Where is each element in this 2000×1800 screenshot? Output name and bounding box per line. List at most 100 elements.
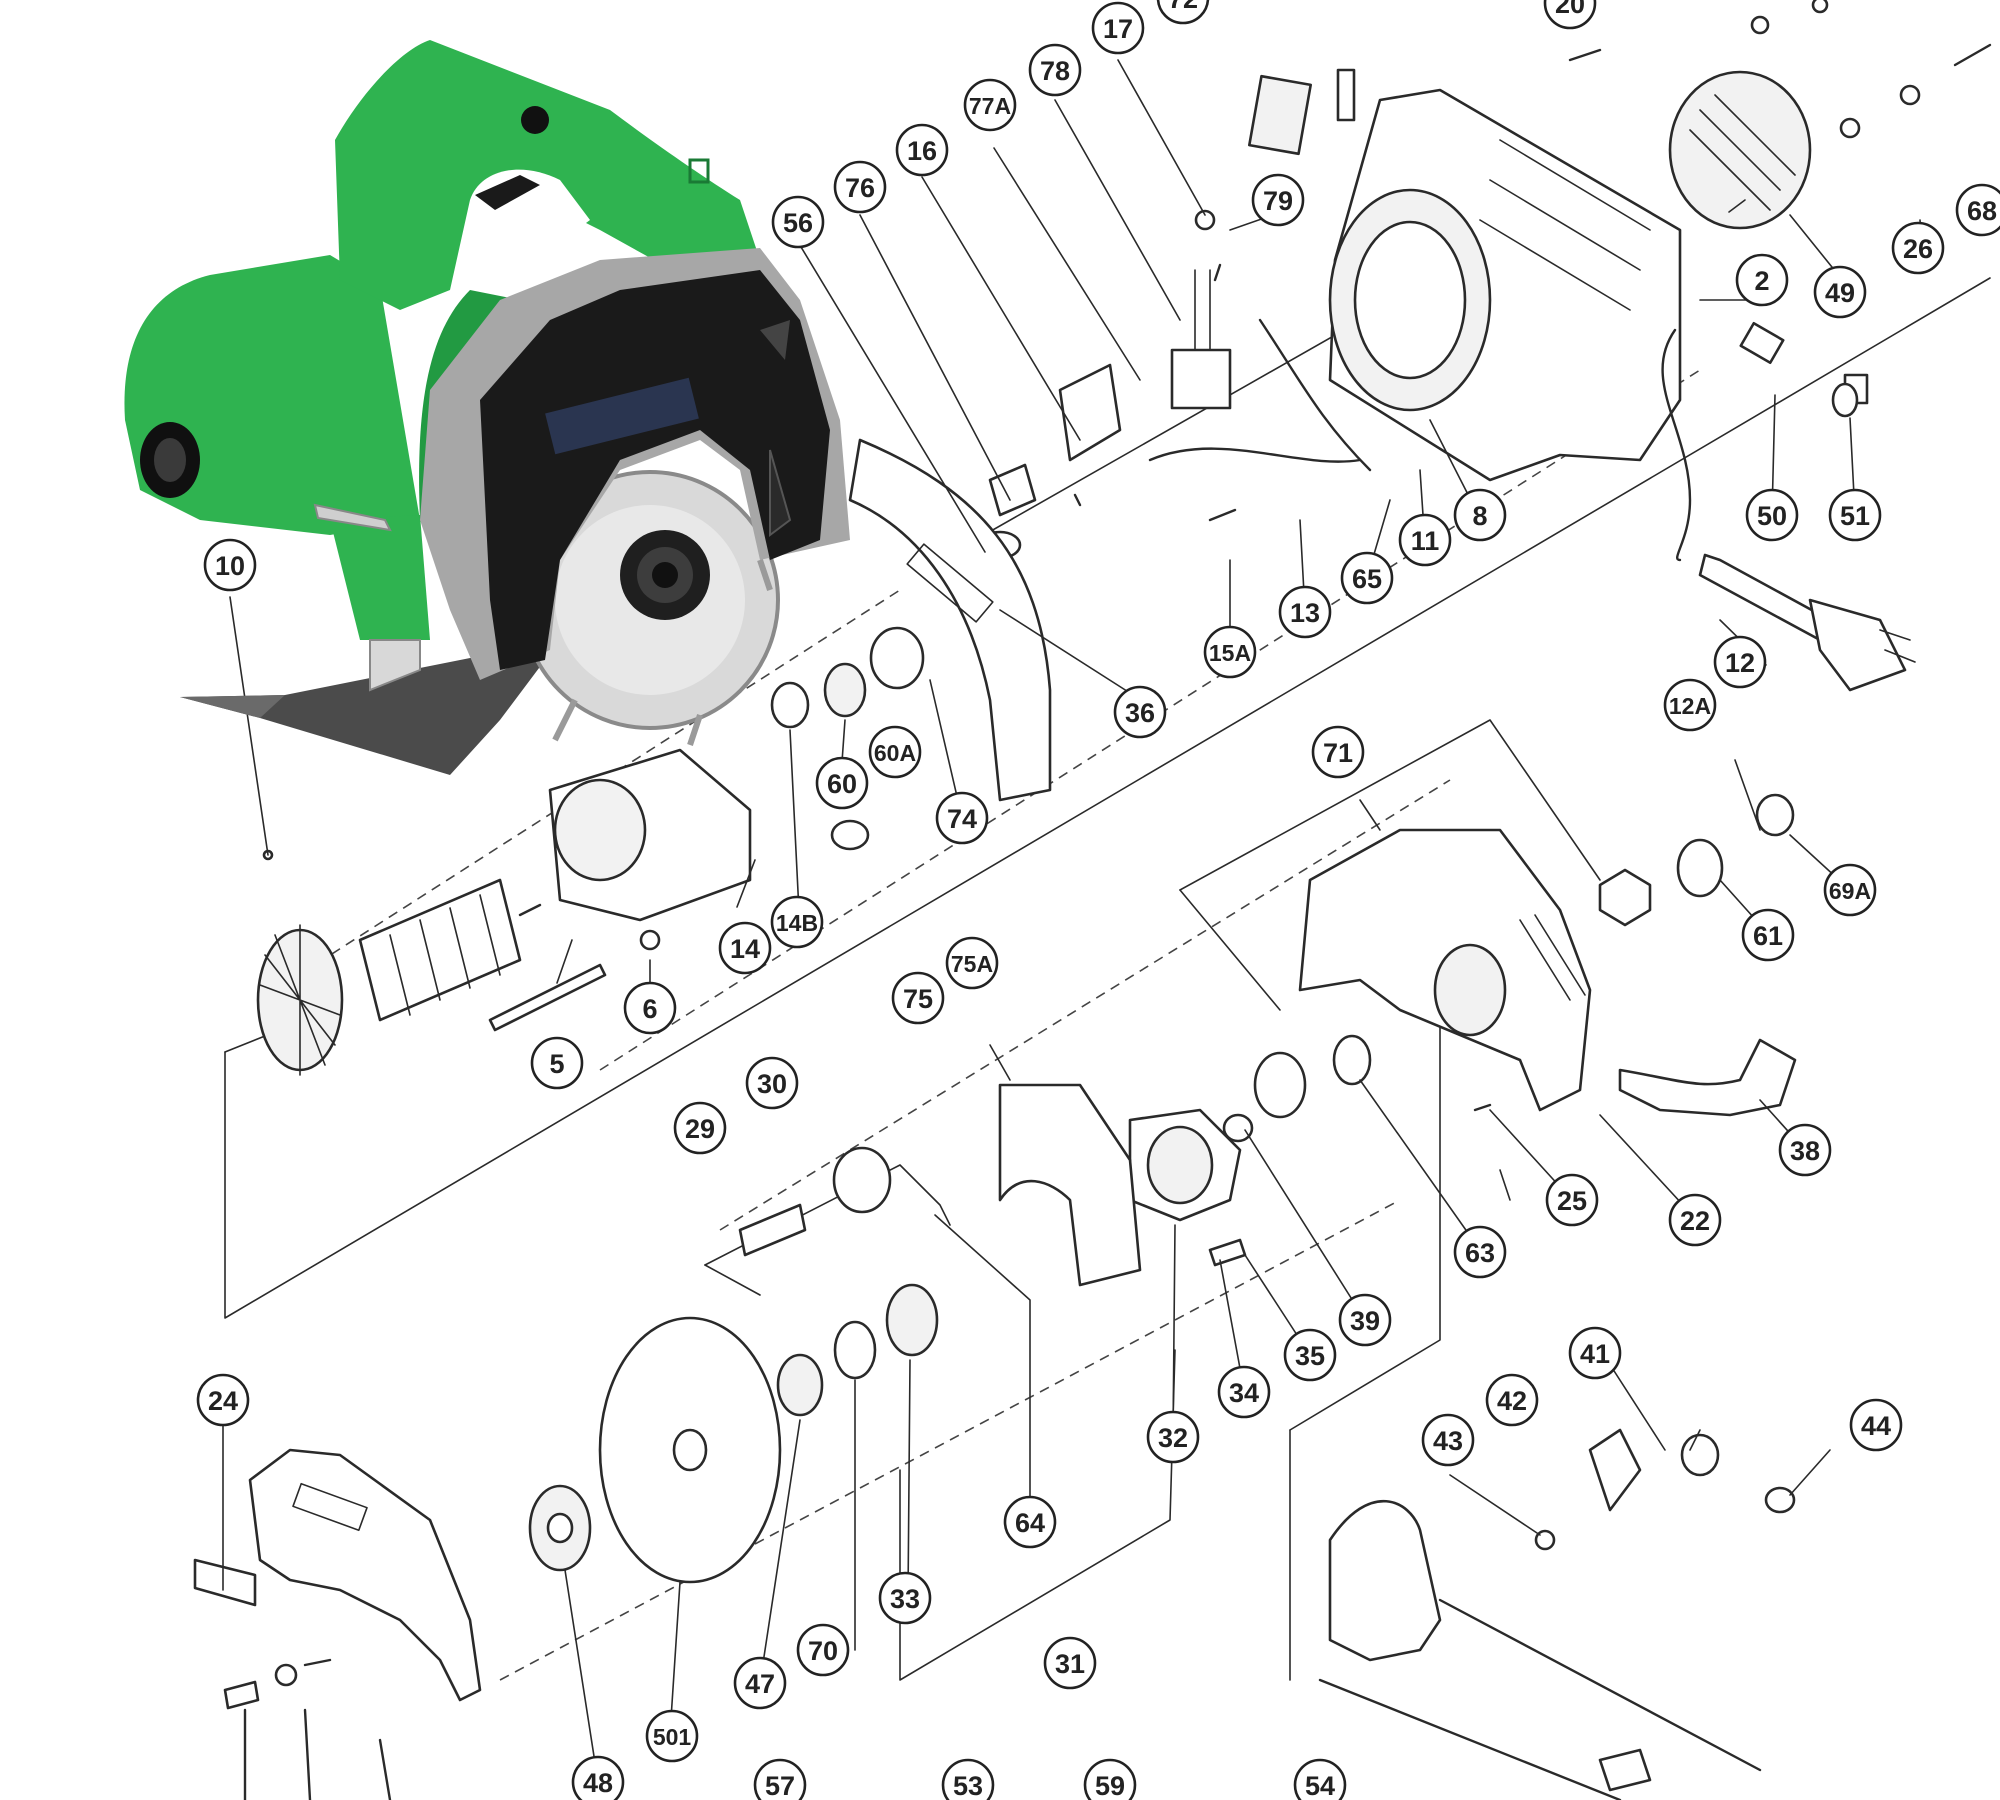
switch: [978, 363, 1122, 560]
label-circle: [963, 78, 1017, 132]
part-label-36: 36: [1113, 685, 1167, 739]
small-screws-top: [1073, 0, 1992, 522]
label-circle: [868, 725, 922, 779]
label-text: 39: [1350, 1306, 1380, 1336]
part-label-26: 26: [1891, 221, 1945, 275]
part-label-76: 76: [833, 160, 887, 214]
part-label-49: 49: [1813, 265, 1867, 319]
label-circle: [1203, 625, 1257, 679]
part-label-74: 74: [935, 791, 989, 845]
label-text: 44: [1861, 1411, 1891, 1441]
label-text: 77A: [969, 93, 1011, 119]
label-circle: [935, 791, 989, 845]
label-circle: [945, 936, 999, 990]
part-label-59: 59: [1083, 1758, 1137, 1800]
base-plate: [1318, 1428, 1796, 1800]
label-circle: [1146, 1410, 1200, 1464]
label-text: 38: [1790, 1136, 1820, 1166]
label-circle: [878, 1571, 932, 1625]
label-text: 63: [1465, 1238, 1495, 1268]
part-label-44: 44: [1849, 1398, 1903, 1452]
label-circle: [645, 1709, 699, 1763]
part-label-8: 8: [1453, 488, 1507, 542]
part-label-35: 35: [1283, 1328, 1337, 1382]
label-text: 25: [1557, 1186, 1587, 1216]
part-label-41: 41: [1568, 1326, 1622, 1380]
label-circle: [1028, 43, 1082, 97]
part-label-31: 31: [1043, 1636, 1097, 1690]
saw-blade: [598, 1316, 782, 1584]
cord-and-plug: [1698, 321, 1916, 692]
label-text: 43: [1433, 1426, 1463, 1456]
label-circle: [941, 1758, 995, 1800]
part-label-5: 5: [530, 1036, 584, 1090]
label-circle: [1663, 678, 1717, 732]
label-circle: [718, 921, 772, 975]
label-text: 59: [1095, 1771, 1125, 1800]
label-text: 10: [215, 551, 245, 581]
label-text: 57: [765, 1771, 795, 1800]
label-circle: [1113, 685, 1167, 739]
gear-cover: [1298, 828, 1797, 1117]
label-text: 5: [549, 1049, 564, 1079]
label-circle: [1156, 0, 1210, 25]
part-label-13: 13: [1278, 585, 1332, 639]
label-text: 13: [1290, 598, 1320, 628]
label-text: 65: [1352, 564, 1382, 594]
label-text: 36: [1125, 698, 1155, 728]
part-label-77a: 77A: [963, 78, 1017, 132]
part-label-12a: 12A: [1663, 678, 1717, 732]
part-label-25: 25: [1545, 1173, 1599, 1227]
part-label-29: 29: [673, 1101, 727, 1155]
label-circle: [1823, 863, 1877, 917]
label-circle: [891, 971, 945, 1025]
label-circle: [1338, 1293, 1392, 1347]
label-text: 20: [1555, 0, 1585, 19]
label-text: 11: [1411, 526, 1440, 556]
label-circle: [1453, 1225, 1507, 1279]
lower-guard: [193, 1448, 482, 1800]
label-text: 68: [1967, 196, 1997, 226]
label-text: 31: [1055, 1649, 1085, 1679]
label-text: 72: [1168, 0, 1198, 14]
label-circle: [1849, 1398, 1903, 1452]
label-text: 60: [827, 769, 857, 799]
label-circle: [1778, 1123, 1832, 1177]
part-label-14: 14: [718, 921, 772, 975]
label-circle: [1735, 253, 1789, 307]
label-text: 56: [783, 208, 813, 238]
armature: [256, 878, 542, 1076]
label-text: 48: [583, 1768, 613, 1798]
label-circle: [745, 1056, 799, 1110]
part-label-33: 33: [878, 1571, 932, 1625]
brush-holder: [1170, 269, 1232, 410]
label-text: 32: [1158, 1423, 1188, 1453]
blade-guard: [848, 438, 1052, 802]
label-text: 78: [1040, 56, 1070, 86]
part-label-50: 50: [1745, 488, 1799, 542]
label-text: 74: [947, 804, 977, 834]
label-text: 29: [685, 1114, 715, 1144]
label-circle: [1217, 1365, 1271, 1419]
label-text: 47: [745, 1669, 775, 1699]
part-label-42: 42: [1485, 1373, 1539, 1427]
label-circle: [196, 1373, 250, 1427]
label-text: 75A: [951, 951, 993, 977]
label-circle: [1283, 1328, 1337, 1382]
label-text: 12: [1725, 648, 1755, 678]
label-text: 33: [890, 1584, 920, 1614]
cutter-blade-guard: [420, 248, 850, 680]
part-label-75: 75: [891, 971, 945, 1025]
part-label-38: 38: [1778, 1123, 1832, 1177]
part-label-60a: 60A: [868, 725, 922, 779]
label-circle: [1828, 488, 1882, 542]
label-circle: [1421, 1413, 1475, 1467]
label-circle: [1485, 1373, 1539, 1427]
label-circle: [1955, 183, 2000, 237]
part-label-30: 30: [745, 1056, 799, 1110]
part-label-57: 57: [753, 1758, 807, 1800]
part-label-53: 53: [941, 1758, 995, 1800]
label-text: 51: [1840, 501, 1870, 531]
gear-case: [548, 748, 752, 922]
label-circle: [1741, 908, 1795, 962]
